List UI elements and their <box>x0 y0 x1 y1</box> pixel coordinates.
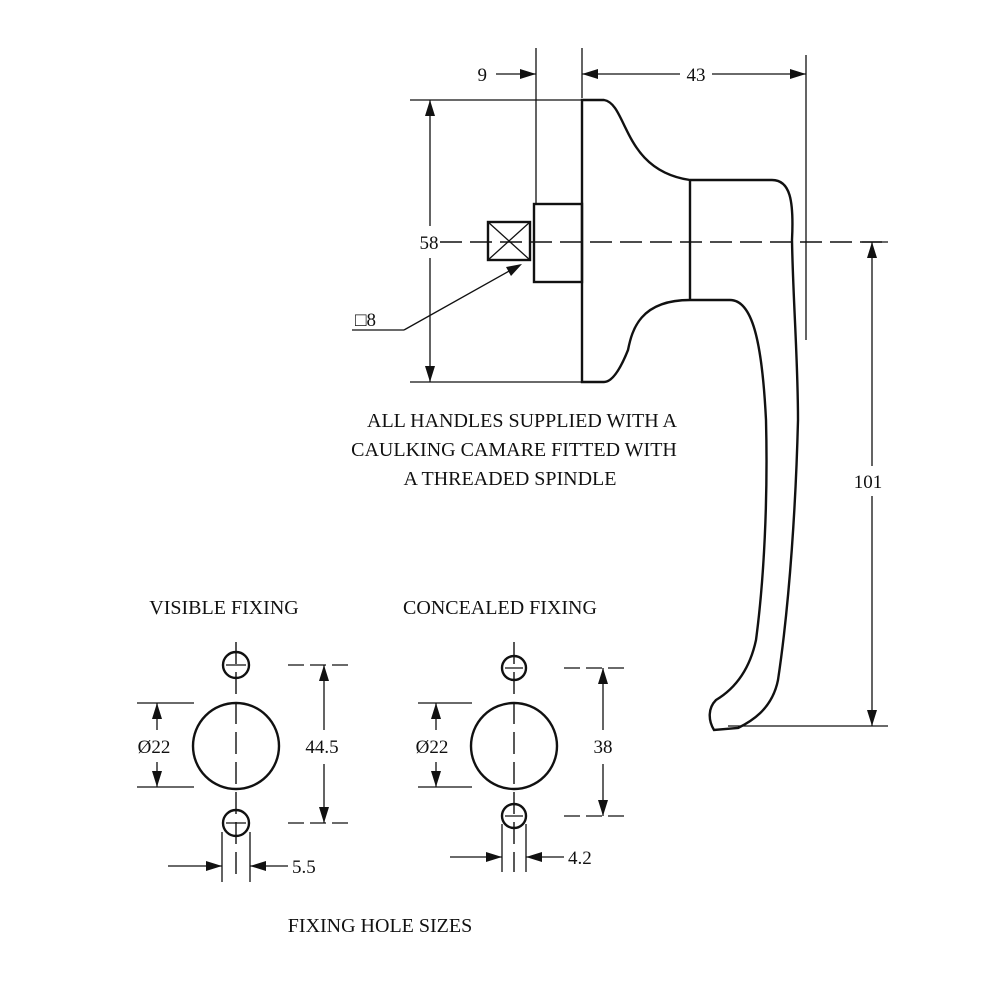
supply-note-line2: CAULKING CAMARE FITTED WITH <box>351 439 677 461</box>
visible-screw-dim: 5.5 <box>168 832 316 882</box>
concealed-dia-dim: Ø22 <box>416 702 472 788</box>
concealed-screw-dim: 4.2 <box>450 824 592 872</box>
visible-bottom-screw-hole <box>221 808 251 838</box>
concealed-fixing-view: CONCEALED FIXING Ø22 38 <box>403 597 626 872</box>
dim-43: 43 <box>581 48 807 340</box>
concealed-dia-label: Ø22 <box>416 737 449 758</box>
dim-101: 101 <box>728 241 888 727</box>
visible-fixing-title: VISIBLE FIXING <box>149 597 298 619</box>
dim-9-label: 9 <box>478 65 488 86</box>
concealed-fixing-title: CONCEALED FIXING <box>403 597 597 619</box>
dim-square-8: □8 <box>352 264 522 331</box>
dim-58: 58 <box>410 99 582 383</box>
visible-centres-label: 44.5 <box>305 737 338 758</box>
concealed-top-screw-hole <box>500 654 528 682</box>
supply-note-line3: A THREADED SPINDLE <box>404 468 617 490</box>
dim-101-label: 101 <box>854 472 883 493</box>
concealed-spindle-hole <box>469 701 559 791</box>
supply-note: ALL HANDLES SUPPLIED WITH A CAULKING CAM… <box>351 410 677 490</box>
square-spindle <box>486 220 532 262</box>
visible-top-screw-hole <box>221 650 251 680</box>
handle-side-view <box>440 98 885 732</box>
visible-spindle-hole <box>191 701 281 791</box>
dim-9: 9 <box>478 48 537 204</box>
visible-dia-label: Ø22 <box>138 737 171 758</box>
dim-58-label: 58 <box>420 233 439 254</box>
concealed-centres-dim: 38 <box>564 667 626 817</box>
dim-square-8-label: □8 <box>355 310 376 331</box>
dim-43-label: 43 <box>687 65 706 86</box>
fixing-hole-sizes-title: FIXING HOLE SIZES <box>288 915 472 937</box>
visible-dia-dim: Ø22 <box>137 702 194 788</box>
concealed-centres-label: 38 <box>594 737 613 758</box>
visible-centres-dim: 44.5 <box>288 664 348 824</box>
visible-fixing-view: VISIBLE FIXING Ø22 44.5 <box>137 597 348 882</box>
visible-screw-label: 5.5 <box>292 857 316 878</box>
concealed-screw-label: 4.2 <box>568 848 592 869</box>
supply-note-line1: ALL HANDLES SUPPLIED WITH A <box>367 410 678 432</box>
spindle-boss <box>532 202 584 284</box>
concealed-bottom-screw-hole <box>500 802 528 830</box>
handle-outline <box>580 98 800 732</box>
